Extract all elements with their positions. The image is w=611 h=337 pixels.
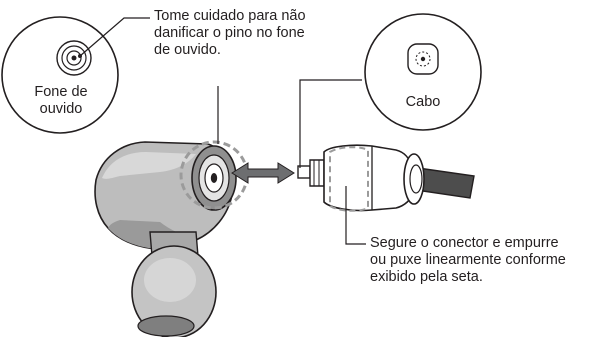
earphone-label-line1: Fone de <box>34 84 88 100</box>
top-note-line2: danificar o pino no fone <box>154 25 305 41</box>
cable-detail-callout <box>299 13 482 168</box>
double-arrow-icon <box>231 162 295 184</box>
top-note-line1: Tome cuidado para não <box>154 8 306 24</box>
bottom-note-line1: Segure o conector e empurre <box>370 235 559 251</box>
cable-label: Cabo <box>393 94 453 111</box>
bottom-note-line2: ou puxe linearmente conforme <box>370 252 566 268</box>
bottom-note-leader-line <box>345 186 366 245</box>
top-note: Tome cuidado para não danificar o pino n… <box>154 8 306 59</box>
cable-label-text: Cabo <box>405 94 441 110</box>
top-note-line3: de ouvido. <box>154 42 221 58</box>
earphone-detail-callout <box>1 16 219 144</box>
earphone-body <box>94 141 237 337</box>
cable-connector <box>297 144 475 212</box>
bottom-note-line3: exibido pela seta. <box>370 269 483 285</box>
bottom-note: Segure o conector e empurre ou puxe line… <box>370 235 566 286</box>
top-note-leader-dot <box>78 54 82 58</box>
earphone-label-line2: ouvido <box>39 101 83 117</box>
earphone-label: Fone de ouvido <box>22 84 100 118</box>
top-note-leader-line <box>79 17 150 57</box>
